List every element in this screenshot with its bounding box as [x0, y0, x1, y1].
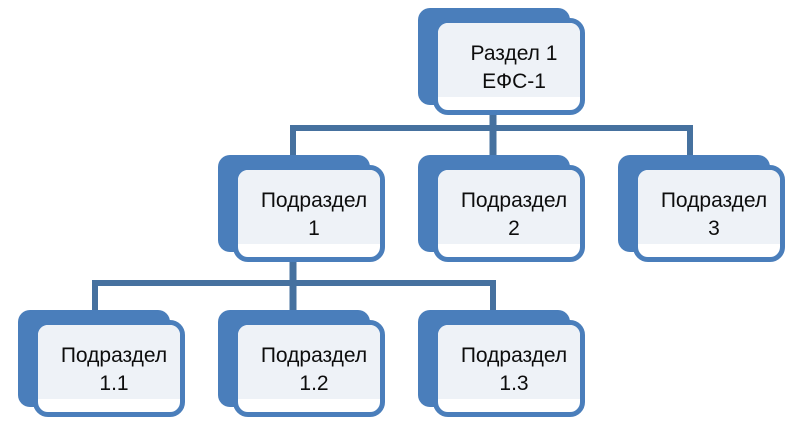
node-inner-fill: [238, 325, 380, 399]
node-label-line2: 1.1: [99, 371, 129, 395]
node-inner-fill: [438, 23, 580, 97]
node-label-line2: 2: [508, 216, 520, 240]
node-podrazdel-3[interactable]: Подраздел 3: [618, 155, 785, 262]
node-label: Подраздел 2: [438, 170, 580, 257]
node-label-line2: 1: [308, 216, 320, 240]
node-card: Раздел 1 ЕФС-1: [433, 18, 585, 115]
node-card: Подраздел 1.3: [433, 320, 585, 417]
node-inner-fill: [638, 170, 780, 244]
node-label-line1: Подраздел: [260, 343, 368, 367]
node-label-line1: Подраздел: [460, 188, 568, 212]
node-label: Подраздел 3: [638, 170, 780, 257]
node-label-line1: Раздел 1: [470, 41, 558, 65]
node-inner-fill: [38, 325, 180, 399]
node-label-line2: 1.2: [299, 371, 329, 395]
node-label-line2: 3: [708, 216, 720, 240]
node-razdel-1[interactable]: Раздел 1 ЕФС-1: [418, 8, 585, 115]
node-inner-fill: [438, 170, 580, 244]
node-label-line1: Подраздел: [60, 343, 168, 367]
node-inner-fill: [238, 170, 380, 244]
node-card: Подраздел 1.2: [233, 320, 385, 417]
node-label-line1: Подраздел: [460, 343, 568, 367]
node-podrazdel-1-2[interactable]: Подраздел 1.2: [218, 310, 385, 417]
node-label: Подраздел 1: [238, 170, 380, 257]
node-label: Подраздел 1.3: [438, 325, 580, 412]
node-podrazdel-1-3[interactable]: Подраздел 1.3: [418, 310, 585, 417]
node-label-line2: 1.3: [499, 371, 529, 395]
node-inner-fill: [438, 325, 580, 399]
node-label: Раздел 1 ЕФС-1: [438, 23, 580, 110]
node-label-line2: ЕФС-1: [482, 69, 546, 93]
node-podrazdel-1[interactable]: Подраздел 1: [218, 155, 385, 262]
node-label-line1: Подраздел: [660, 188, 768, 212]
node-card: Подраздел 2: [433, 165, 585, 262]
node-label: Подраздел 1.1: [38, 325, 180, 412]
node-card: Подраздел 1: [233, 165, 385, 262]
node-card: Подраздел 3: [633, 165, 785, 262]
node-label-line1: Подраздел: [260, 188, 368, 212]
node-label: Подраздел 1.2: [238, 325, 380, 412]
node-card: Подраздел 1.1: [33, 320, 185, 417]
node-podrazdel-1-1[interactable]: Подраздел 1.1: [18, 310, 185, 417]
node-podrazdel-2[interactable]: Подраздел 2: [418, 155, 585, 262]
